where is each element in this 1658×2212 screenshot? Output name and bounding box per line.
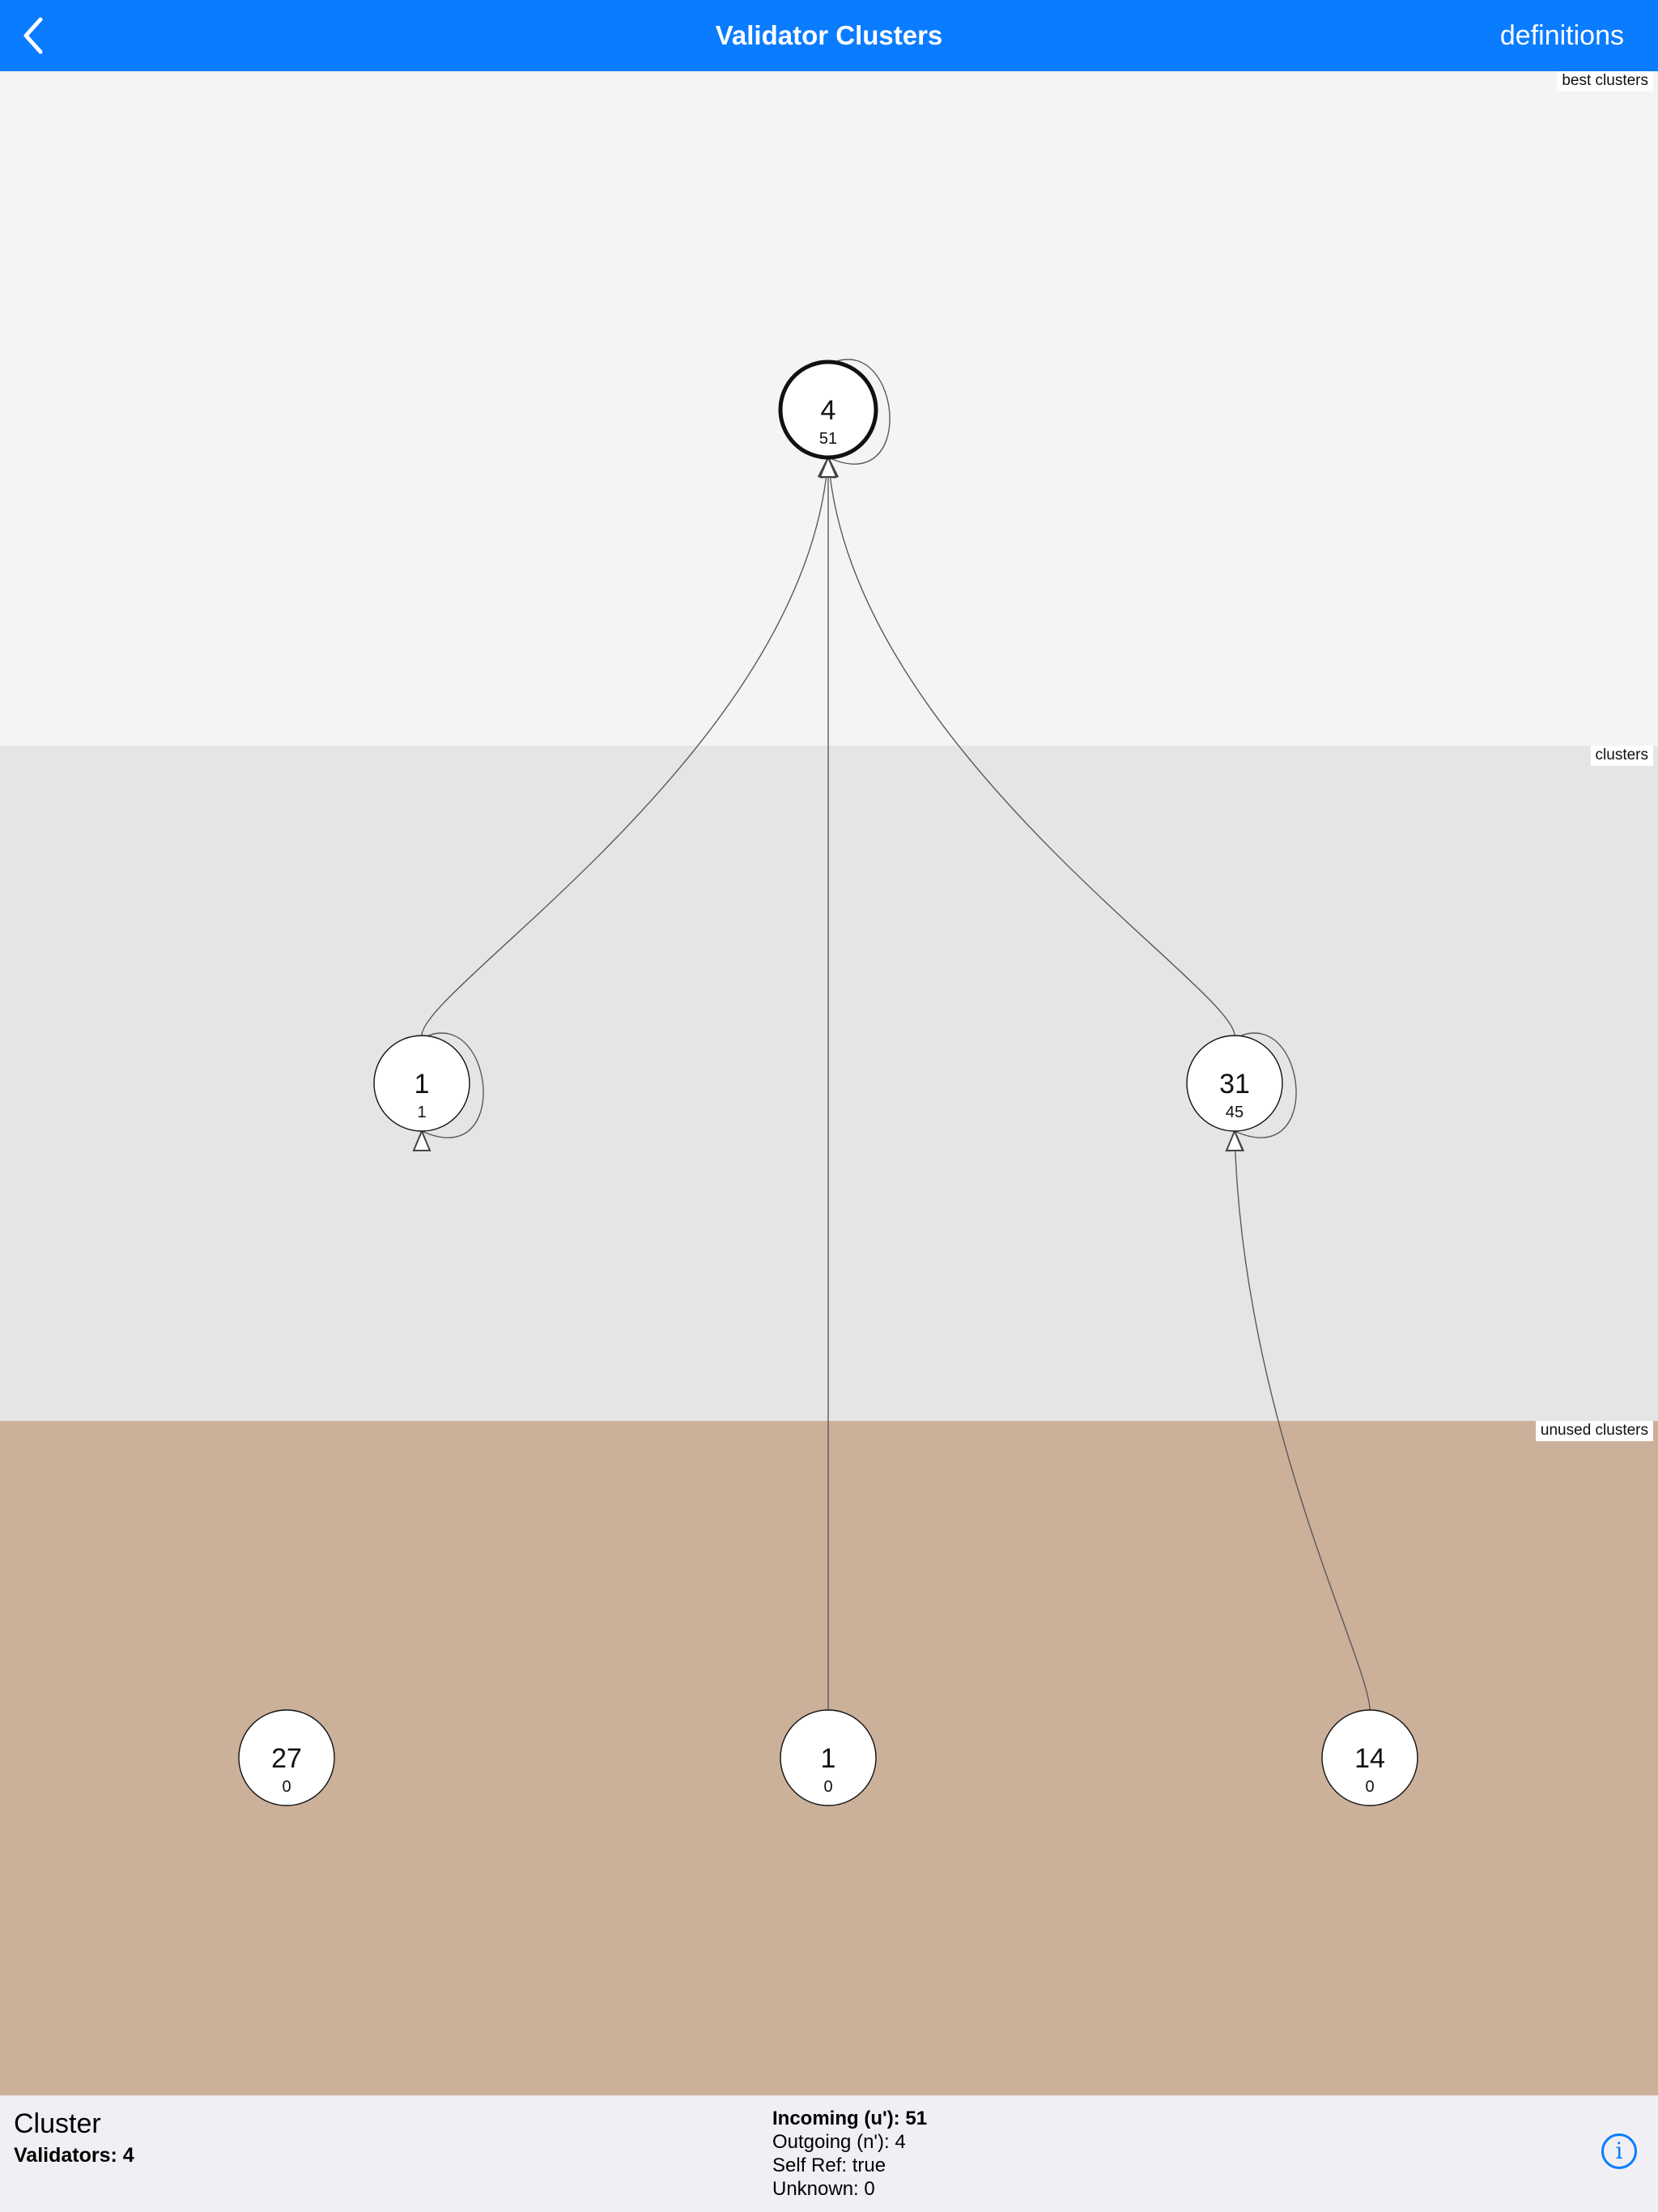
band-clusters: clusters [0, 746, 1658, 1421]
cluster-node-circle[interactable] [373, 1035, 470, 1132]
cluster-node[interactable]: 10 [780, 1709, 877, 1806]
page-title: Validator Clusters [715, 20, 943, 50]
navigation-bar: Validator Clusters definitions [0, 0, 1658, 71]
selection-validators: Validators: 4 [14, 2144, 134, 2167]
cluster-node[interactable]: 270 [238, 1709, 335, 1806]
band-label-unused-clusters: unused clusters [1535, 1421, 1653, 1441]
self-loop-edge [421, 1032, 484, 1138]
cluster-node-incoming-count: 0 [823, 1778, 832, 1796]
selection-panel: Cluster Validators: 4 Incoming (u'): 51 … [0, 2095, 1658, 2212]
self-loop-arrowhead [818, 455, 838, 478]
cluster-node-incoming-count: 45 [1226, 1104, 1244, 1121]
cluster-node-circle[interactable] [780, 1709, 877, 1806]
cluster-node-incoming-count: 51 [819, 430, 837, 448]
edge-n5-n2 [1234, 1130, 1371, 1711]
cluster-node-validator-count: 1 [414, 1069, 430, 1100]
self-loop-edge [827, 359, 891, 465]
cluster-node-incoming-count: 0 [1365, 1778, 1374, 1796]
edge-n2-n0 [827, 457, 1235, 1036]
cluster-node-incoming-count: 1 [417, 1104, 426, 1121]
band-label-best-clusters: best clusters [1557, 71, 1653, 91]
cluster-node[interactable]: 11 [373, 1032, 484, 1151]
back-button[interactable] [11, 11, 60, 60]
band-label-clusters: clusters [1590, 746, 1653, 766]
selection-stats: Incoming (u'): 51 Outgoing (n'): 4 Self … [772, 2107, 927, 2201]
self-loop-arrowhead [412, 1129, 432, 1151]
info-icon[interactable]: i [1601, 2133, 1637, 2169]
stat-outgoing: Outgoing (n'): 4 [772, 2131, 906, 2153]
cluster-node[interactable]: 140 [1321, 1709, 1418, 1806]
cluster-node-validator-count: 14 [1354, 1743, 1385, 1774]
stat-unknown: Unknown: 0 [772, 2178, 875, 2200]
cluster-node-circle[interactable] [1186, 1035, 1283, 1132]
cluster-node-validator-count: 4 [821, 395, 836, 426]
cluster-node[interactable]: 451 [778, 359, 891, 478]
cluster-node-validator-count: 31 [1219, 1069, 1250, 1100]
cluster-node-validator-count: 27 [271, 1743, 302, 1774]
edge-n1-n0 [421, 457, 829, 1036]
cluster-node-circle[interactable] [1321, 1709, 1418, 1806]
self-loop-edge [1234, 1032, 1297, 1138]
cluster-node-circle-selected[interactable] [778, 359, 878, 460]
cluster-node-circle[interactable] [238, 1709, 335, 1806]
chevron-left-icon [23, 17, 43, 54]
definitions-button[interactable]: definitions [1499, 20, 1624, 51]
self-loop-arrowhead [1225, 1129, 1244, 1151]
cluster-node-validator-count: 1 [821, 1743, 836, 1774]
stat-self-ref: Self Ref: true [772, 2155, 886, 2176]
cluster-node-incoming-count: 0 [282, 1778, 291, 1796]
stat-incoming: Incoming (u'): 51 [772, 2108, 928, 2129]
selection-title: Cluster [14, 2108, 101, 2139]
cluster-graph: best clusters clusters unused clusters 4… [0, 71, 1658, 2095]
